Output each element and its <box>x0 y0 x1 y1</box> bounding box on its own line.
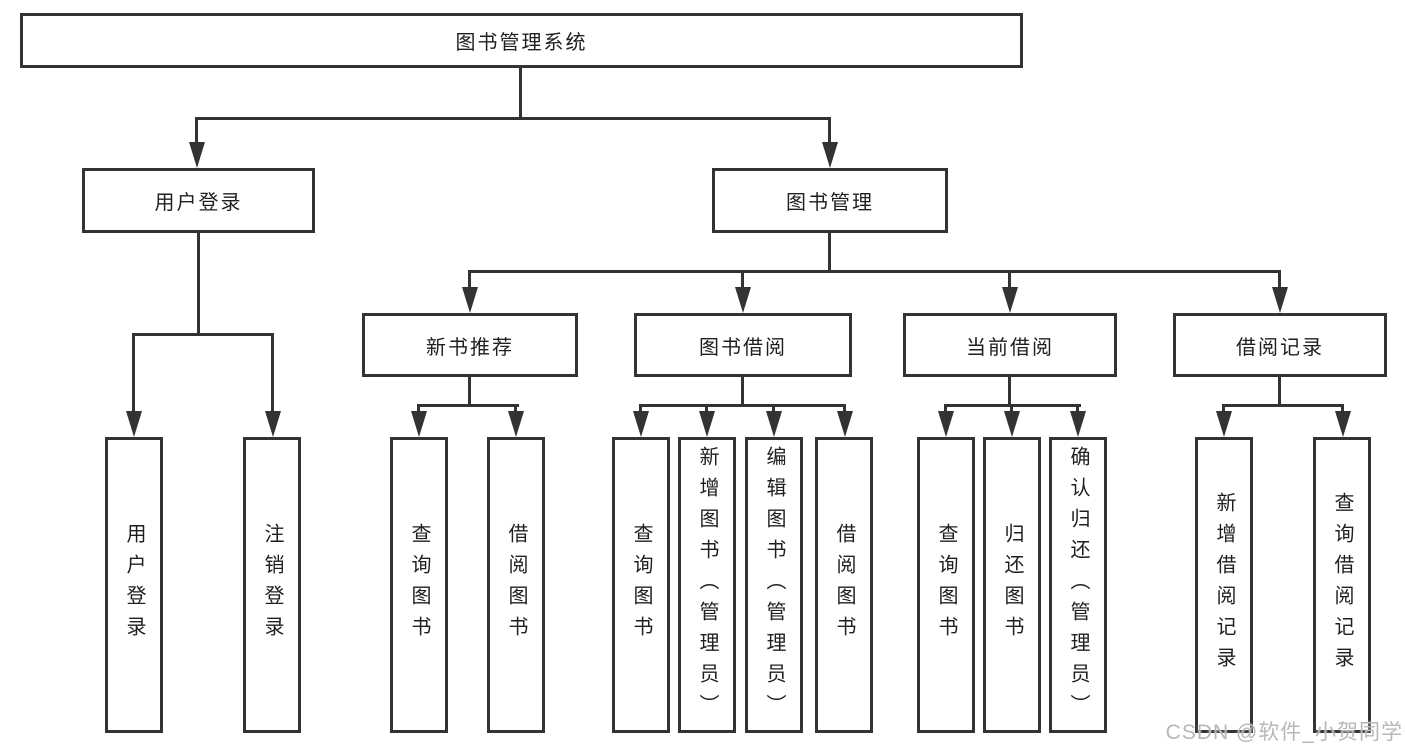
connector-vline <box>271 333 274 413</box>
node-borrow-records: 借阅记录 <box>1173 313 1387 377</box>
leaf-user-login: 用户登录 <box>105 437 163 733</box>
leaf-bb-borrow-books: 借阅图书 <box>815 437 873 733</box>
node-book-management: 图书管理 <box>712 168 948 233</box>
connector-vline <box>519 68 522 119</box>
connector-vline <box>468 377 471 407</box>
arrowhead-down-icon <box>633 411 649 437</box>
connector-vline <box>468 270 471 289</box>
leaf-nr-query-books: 查询图书 <box>390 437 448 733</box>
connector-vline <box>1008 270 1011 289</box>
leaf-cb-confirm-return-admin: 确认归还（管理员） <box>1049 437 1107 733</box>
arrowhead-down-icon <box>699 411 715 437</box>
connector-vline <box>1076 404 1079 414</box>
arrowhead-down-icon <box>1004 411 1020 437</box>
connector-vline <box>1010 404 1013 414</box>
node-root-system: 图书管理系统 <box>20 13 1023 68</box>
arrowhead-down-icon <box>1272 287 1288 313</box>
arrowhead-down-icon <box>766 411 782 437</box>
watermark: CSDN @软件_小贺同学 <box>1165 721 1403 744</box>
arrowhead-down-icon <box>1070 411 1086 437</box>
connector-vline <box>741 270 744 289</box>
connector-vline <box>828 233 831 273</box>
arrowhead-down-icon <box>938 411 954 437</box>
arrowhead-down-icon <box>837 411 853 437</box>
connector-vline <box>1008 377 1011 407</box>
leaf-logout: 注销登录 <box>243 437 301 733</box>
leaf-br-query-record: 查询借阅记录 <box>1313 437 1371 733</box>
connector-hline <box>1222 404 1344 407</box>
connector-vline <box>1341 404 1344 414</box>
connector-hline <box>468 270 1281 273</box>
connector-vline <box>417 404 420 414</box>
connector-vline <box>197 233 200 335</box>
leaf-bb-edit-books-admin: 编辑图书（管理员） <box>745 437 803 733</box>
connector-vline <box>843 404 846 414</box>
connector-vline <box>514 404 517 414</box>
arrowhead-down-icon <box>265 411 281 437</box>
arrowhead-down-icon <box>189 142 205 168</box>
connector-vline <box>944 404 947 414</box>
connector-hline <box>196 117 831 120</box>
connector-vline <box>741 377 744 407</box>
connector-vline <box>1278 270 1281 289</box>
node-user-login: 用户登录 <box>82 168 315 233</box>
leaf-nr-borrow-books: 借阅图书 <box>487 437 545 733</box>
arrowhead-down-icon <box>462 287 478 313</box>
leaf-br-add-record: 新增借阅记录 <box>1195 437 1253 733</box>
arrowhead-down-icon <box>735 287 751 313</box>
arrowhead-down-icon <box>411 411 427 437</box>
connector-hline <box>639 404 846 407</box>
connector-vline <box>1278 377 1281 407</box>
arrowhead-down-icon <box>1335 411 1351 437</box>
connector-vline <box>705 404 708 414</box>
node-current-borrow: 当前借阅 <box>903 313 1117 377</box>
arrowhead-down-icon <box>126 411 142 437</box>
connector-hline <box>132 333 274 336</box>
arrowhead-down-icon <box>822 142 838 168</box>
leaf-cb-query-books: 查询图书 <box>917 437 975 733</box>
leaf-cb-return-books: 归还图书 <box>983 437 1041 733</box>
connector-hline <box>417 404 519 407</box>
connector-vline <box>772 404 775 414</box>
connector-vline <box>195 117 198 145</box>
leaf-bb-query-books: 查询图书 <box>612 437 670 733</box>
connector-vline <box>1222 404 1225 414</box>
connector-vline <box>639 404 642 414</box>
node-book-borrow: 图书借阅 <box>634 313 852 377</box>
connector-vline <box>828 117 831 145</box>
node-new-book-recommend: 新书推荐 <box>362 313 578 377</box>
connector-vline <box>132 333 135 413</box>
leaf-bb-add-books-admin: 新增图书（管理员） <box>678 437 736 733</box>
arrowhead-down-icon <box>1216 411 1232 437</box>
arrowhead-down-icon <box>1002 287 1018 313</box>
arrowhead-down-icon <box>508 411 524 437</box>
